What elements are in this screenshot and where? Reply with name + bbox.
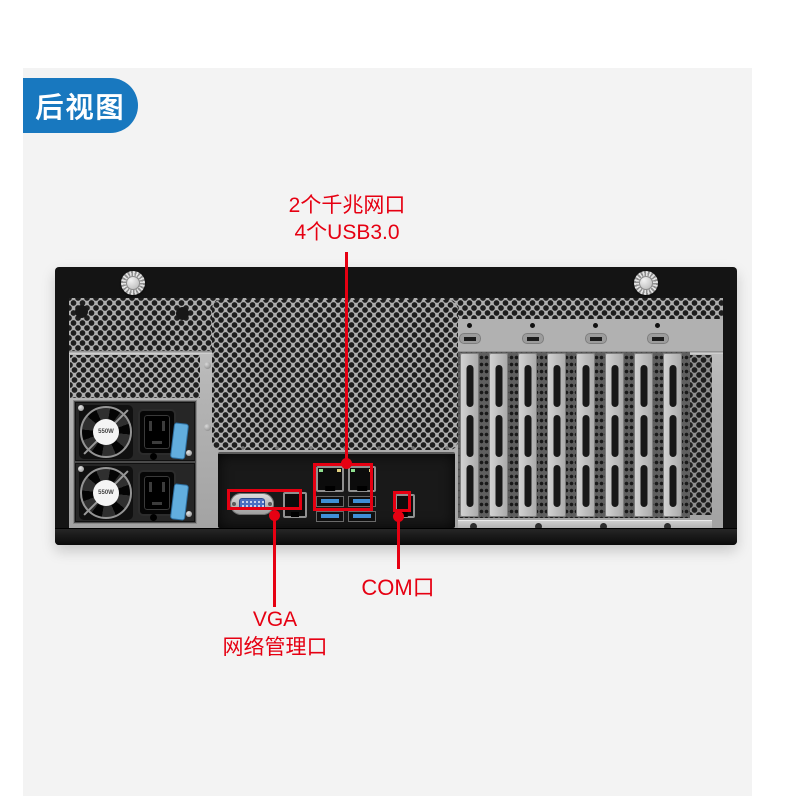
- io-recess-rivets: [218, 444, 455, 450]
- callout-line: [397, 517, 400, 569]
- usb3-port: [316, 496, 344, 507]
- callout-dot: [269, 510, 280, 521]
- thumbscrew-icon: [121, 271, 145, 295]
- screw: [204, 424, 211, 431]
- bracket-slot: [640, 415, 647, 457]
- psu-module: 550W: [75, 463, 195, 522]
- pci-slot-cover: [663, 353, 682, 517]
- pci-slot-cover: [576, 353, 595, 517]
- lan-led: [337, 469, 341, 472]
- lan-led: [319, 469, 323, 472]
- annotation-line1: 2个千兆网口: [288, 194, 406, 217]
- psu-fan-label: 550W: [93, 480, 119, 506]
- badge-label: 后视图: [35, 91, 126, 123]
- pci-slot-cover: [518, 353, 537, 517]
- rail-hole: [600, 523, 607, 530]
- pci-slot-cover: [605, 353, 624, 517]
- retention-screw-slot: [646, 319, 670, 351]
- management-lan-port: [283, 492, 307, 518]
- screw: [78, 405, 84, 411]
- left-vent-mesh: [70, 355, 200, 398]
- lan-usb-column: [316, 466, 344, 522]
- screw: [186, 511, 192, 517]
- bracket-slot: [466, 415, 473, 457]
- psu-fan: 550W: [79, 405, 133, 459]
- pci-slot-cover: [547, 353, 566, 517]
- vga-screw: [232, 502, 236, 506]
- fan-guard-ring: [80, 406, 132, 458]
- rail-hole: [535, 523, 542, 530]
- pci-slot-cover: [634, 353, 653, 517]
- usb3-port: [348, 496, 376, 507]
- callout-dot: [393, 511, 404, 522]
- ac-inlet: [138, 470, 176, 516]
- bracket-slot: [495, 415, 502, 457]
- screw: [204, 362, 211, 369]
- annotation-line2: 4个USB3.0: [294, 221, 400, 244]
- usb3-port: [316, 511, 344, 522]
- pci-slot-cover: [460, 353, 479, 517]
- pci-retention-row: [439, 319, 723, 351]
- annotation-line2: 网络管理口: [222, 636, 328, 659]
- lan-led: [351, 469, 355, 472]
- retention-screw-slot: [521, 319, 545, 351]
- callout-dot: [341, 458, 352, 469]
- rear-view-badge: 后视图: [23, 78, 138, 133]
- retention-screw-slot: [584, 319, 608, 351]
- thumbscrew-icon: [634, 271, 658, 295]
- vent-hole: [150, 514, 157, 521]
- bracket-slot: [611, 415, 618, 457]
- vent-hole: [150, 453, 157, 460]
- retention-screw-slot: [458, 319, 482, 351]
- screw: [186, 450, 192, 456]
- bracket-slot: [582, 415, 589, 457]
- server-rear-panel: 550W 550W: [55, 267, 737, 545]
- pci-slot-area: [458, 352, 712, 520]
- psu-module: 550W: [75, 402, 195, 461]
- lan-usb-highlight-box: [313, 463, 373, 511]
- fan-guard-ring: [80, 467, 132, 519]
- bracket-slot: [553, 415, 560, 457]
- screw: [78, 466, 84, 472]
- gigabit-lan-port: [316, 466, 344, 492]
- annotation-lan-usb: 2个千兆网口 4个USB3.0: [247, 192, 447, 246]
- bracket-slot: [524, 415, 531, 457]
- vent-hole: [75, 305, 88, 318]
- center-vent-mesh: [212, 300, 458, 450]
- annotation-com: COM口: [338, 570, 458, 602]
- psu-fan: 550W: [79, 466, 133, 520]
- annotation-label: COM口: [361, 575, 435, 600]
- callout-line: [345, 252, 348, 464]
- com-highlight-box: [393, 491, 411, 512]
- annotation-line1: VGA: [252, 608, 298, 631]
- psu-fan-label: 550W: [93, 419, 119, 445]
- annotation-vga: VGA 网络管理口: [195, 606, 355, 662]
- usb3-port: [348, 511, 376, 522]
- pci-slot-cover: [489, 353, 508, 517]
- bracket-slot: [669, 415, 676, 457]
- rear-panel-plate: 550W 550W: [69, 298, 723, 533]
- vga-highlight-box: [227, 489, 302, 510]
- bottom-rail: [55, 528, 737, 545]
- vga-screw: [268, 502, 272, 506]
- rail-hole: [470, 523, 477, 530]
- right-vent-mesh: [690, 355, 712, 515]
- callout-line: [273, 516, 276, 607]
- vent-hole: [176, 307, 189, 320]
- rail-hole: [664, 523, 671, 530]
- psu-cage: 550W 550W: [73, 400, 197, 524]
